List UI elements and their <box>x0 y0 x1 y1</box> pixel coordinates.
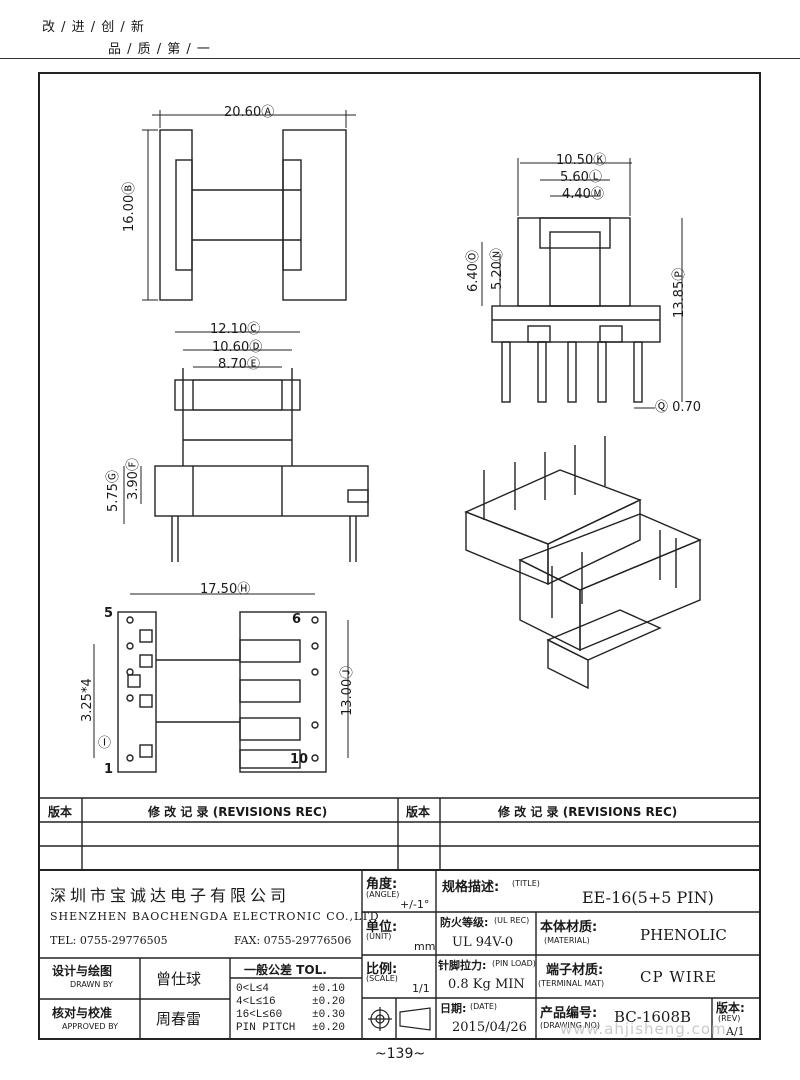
dim-side-k: 10.50Ⓚ <box>556 153 607 168</box>
dim-front-c: 12.10Ⓒ <box>210 322 261 337</box>
rev-label: 版本: <box>716 1001 745 1015</box>
rev-col-version-2: 版本 <box>406 805 431 819</box>
slogan-bottom: 品 / 质 / 第 / 一 <box>108 42 211 57</box>
pin-label-1: 1 <box>104 762 114 777</box>
page-number: ~139~ <box>374 1046 426 1062</box>
drawing-no-label-en: (DRAWING NO) <box>540 1021 600 1030</box>
drawing-no-label: 产品编号: <box>540 1006 598 1021</box>
company-tel: TEL: 0755-29776505 <box>50 934 168 947</box>
projection-symbol-icon <box>368 1007 431 1031</box>
rev-label-en: (REV) <box>718 1014 741 1023</box>
date-label-en: (DATE) <box>470 1002 498 1011</box>
angle-label: 角度: <box>366 877 398 892</box>
drawn-name: 曾仕球 <box>156 970 202 988</box>
unit-value: mm <box>414 940 436 953</box>
title-label: 规格描述: <box>442 880 500 895</box>
dim-side-n: 5.20Ⓝ <box>490 248 505 290</box>
drawn-label-en: DRAWN BY <box>70 980 113 989</box>
header-rule <box>0 58 800 59</box>
date-label: 日期: <box>440 1002 467 1015</box>
drawing-sheet <box>38 72 761 1040</box>
unit-label-en: (UNIT) <box>366 932 392 941</box>
tolerance-row-range: 0<L≤4 4<L≤16 16<L≤60 PIN PITCH <box>236 983 296 1034</box>
fire-label-en: (UL REC) <box>494 916 530 925</box>
terminal-label-en: (TERMINAL MAT) <box>538 979 605 988</box>
scale-value: 1/1 <box>412 982 430 995</box>
dim-bottom-pitch: 3.25*4 <box>80 678 95 722</box>
company-name-en: SHENZHEN BAOCHENGDA ELECTRONIC CO.,LTD <box>50 910 380 923</box>
pin-load-label-en: (PIN LOAD) <box>492 959 536 968</box>
material-value: PHENOLIC <box>640 926 727 944</box>
dim-side-o: 6.40Ⓞ <box>466 250 481 292</box>
dim-front-g: 5.75Ⓖ <box>106 470 121 512</box>
dim-top-width: 20.60Ⓐ <box>224 105 275 120</box>
approved-name: 周春雷 <box>156 1010 202 1028</box>
dim-bottom-h: 17.50Ⓗ <box>200 582 251 597</box>
approved-label-en: APPROVED BY <box>62 1022 119 1031</box>
date-value: 2015/04/26 <box>452 1020 527 1035</box>
terminal-value: CP WIRE <box>640 968 717 986</box>
angle-value: +/-1° <box>400 898 430 911</box>
rev-col-record-2: 修 改 记 录 (REVISIONS REC) <box>498 805 678 819</box>
tolerance-row-value: ±0.10 ±0.20 ±0.30 ±0.20 <box>312 983 346 1034</box>
watermark: www.ahjisheng.com <box>560 1020 727 1038</box>
dim-top-height: 16.00Ⓑ <box>122 181 137 232</box>
pin-label-10: 10 <box>290 752 309 767</box>
dim-side-m: 4.40Ⓜ <box>562 187 604 202</box>
approved-label: 核对与校准 <box>52 1006 113 1020</box>
scale-label-en: (SCALE) <box>366 974 398 983</box>
dim-bottom-i: Ⓘ <box>98 736 112 751</box>
slogan-top: 改 / 进 / 创 / 新 <box>42 20 145 35</box>
drawn-label: 设计与绘图 <box>52 964 113 978</box>
unit-label: 单位: <box>366 920 398 935</box>
pin-label-5: 5 <box>104 606 114 621</box>
tolerance-title: 一般公差 TOL. <box>244 963 327 977</box>
fire-label: 防火等级: <box>440 916 489 929</box>
dim-front-f: 3.90Ⓕ <box>126 458 141 500</box>
rev-col-record: 修 改 记 录 (REVISIONS REC) <box>148 805 328 819</box>
pin-load-label: 针脚拉力: <box>438 959 487 972</box>
title-value: EE-16(5+5 PIN) <box>582 888 714 907</box>
rev-col-version: 版本 <box>48 805 73 819</box>
company-fax: FAX: 0755-29776506 <box>234 934 352 947</box>
title-label-en: (TITLE) <box>512 879 540 888</box>
dim-side-l: 5.60Ⓛ <box>560 170 602 185</box>
dim-bottom-j: 13.00Ⓙ <box>340 665 355 716</box>
fire-value: UL 94V-0 <box>452 935 514 950</box>
dim-side-p: 13.85Ⓟ <box>672 267 687 318</box>
terminal-label: 端子材质: <box>546 963 604 978</box>
dim-front-e: 8.70Ⓔ <box>218 357 260 372</box>
drawing-no-value: BC-1608B <box>614 1008 692 1026</box>
material-label-en: (MATERIAL) <box>544 936 590 945</box>
dim-side-q: Ⓠ 0.70 <box>655 400 702 415</box>
pin-label-6: 6 <box>292 612 302 627</box>
material-label: 本体材质: <box>540 920 598 935</box>
scale-label: 比例: <box>366 962 398 977</box>
pin-load-value: 0.8 Kg MIN <box>448 977 525 992</box>
angle-label-en: (ANGLE) <box>366 890 400 899</box>
dim-front-d: 10.60Ⓓ <box>212 340 263 355</box>
company-name-cn: 深圳市宝诚达电子有限公司 <box>50 886 291 905</box>
rev-value: A/1 <box>726 1025 745 1038</box>
